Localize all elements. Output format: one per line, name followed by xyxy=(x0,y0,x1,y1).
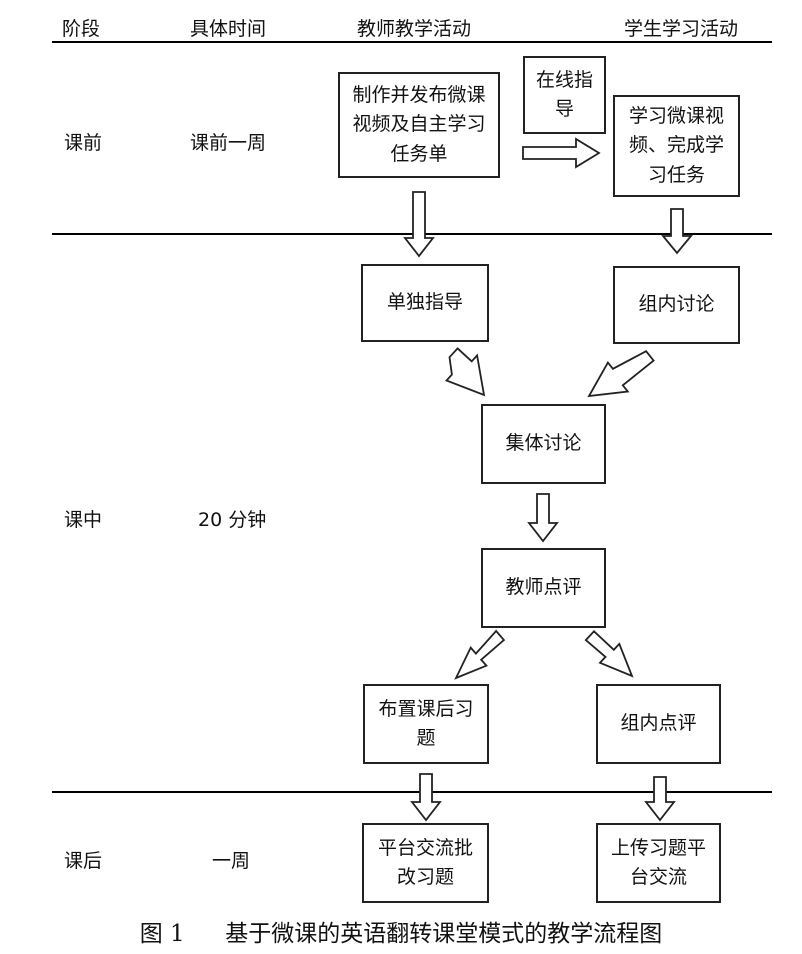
arrow-assign-to-platform xyxy=(410,773,442,822)
box-collective-discussion: 集体讨论 xyxy=(481,404,606,484)
box-group-review: 组内点评 xyxy=(596,684,721,764)
time-after: 一周 xyxy=(212,850,251,872)
arrow-individual-to-collective xyxy=(444,347,486,397)
divider-during-after xyxy=(52,791,772,793)
stage-after: 课后 xyxy=(64,850,103,872)
divider-before-during xyxy=(52,233,772,235)
arrow-make-to-individual xyxy=(403,191,435,258)
box-online-guidance: 在线指导 xyxy=(523,56,606,134)
header-student-activity: 学生学习活动 xyxy=(624,18,739,40)
header-teacher-activity: 教师教学活动 xyxy=(357,18,472,40)
box-individual-guidance: 单独指导 xyxy=(361,264,489,342)
box-upload-homework: 上传习题平台交流 xyxy=(596,823,721,903)
box-platform-correct-homework: 平台交流批改习题 xyxy=(362,823,489,903)
arrow-review-to-assign xyxy=(454,629,506,680)
stage-during: 课中 xyxy=(64,509,103,531)
box-teacher-review: 教师点评 xyxy=(481,548,606,628)
arrow-collective-to-review xyxy=(527,493,559,543)
header-stage: 阶段 xyxy=(62,18,101,40)
arrow-review-to-group-review xyxy=(584,630,634,678)
box-study-micro-video: 学习微课视频、完成学习任务 xyxy=(613,95,740,197)
arrow-make-to-study xyxy=(522,137,601,169)
time-before: 课前一周 xyxy=(190,132,267,154)
figure-caption: 图 1 基于微课的英语翻转课堂模式的教学流程图 xyxy=(0,914,802,948)
box-make-micro-video: 制作并发布微课视频及自主学习任务单 xyxy=(338,72,500,178)
arrow-group-review-to-upload xyxy=(644,776,676,822)
header-rule xyxy=(52,41,772,43)
header-time: 具体时间 xyxy=(190,18,267,40)
stage-before: 课前 xyxy=(64,132,103,154)
caption-number: 图 1 xyxy=(139,921,185,947)
arrow-group-to-collective xyxy=(587,350,655,398)
caption-title: 基于微课的英语翻转课堂模式的教学流程图 xyxy=(225,921,663,947)
time-during: 20 分钟 xyxy=(198,509,267,531)
box-assign-homework: 布置课后习题 xyxy=(363,684,489,764)
arrow-study-to-group xyxy=(661,208,693,255)
box-group-discussion: 组内讨论 xyxy=(613,266,740,344)
